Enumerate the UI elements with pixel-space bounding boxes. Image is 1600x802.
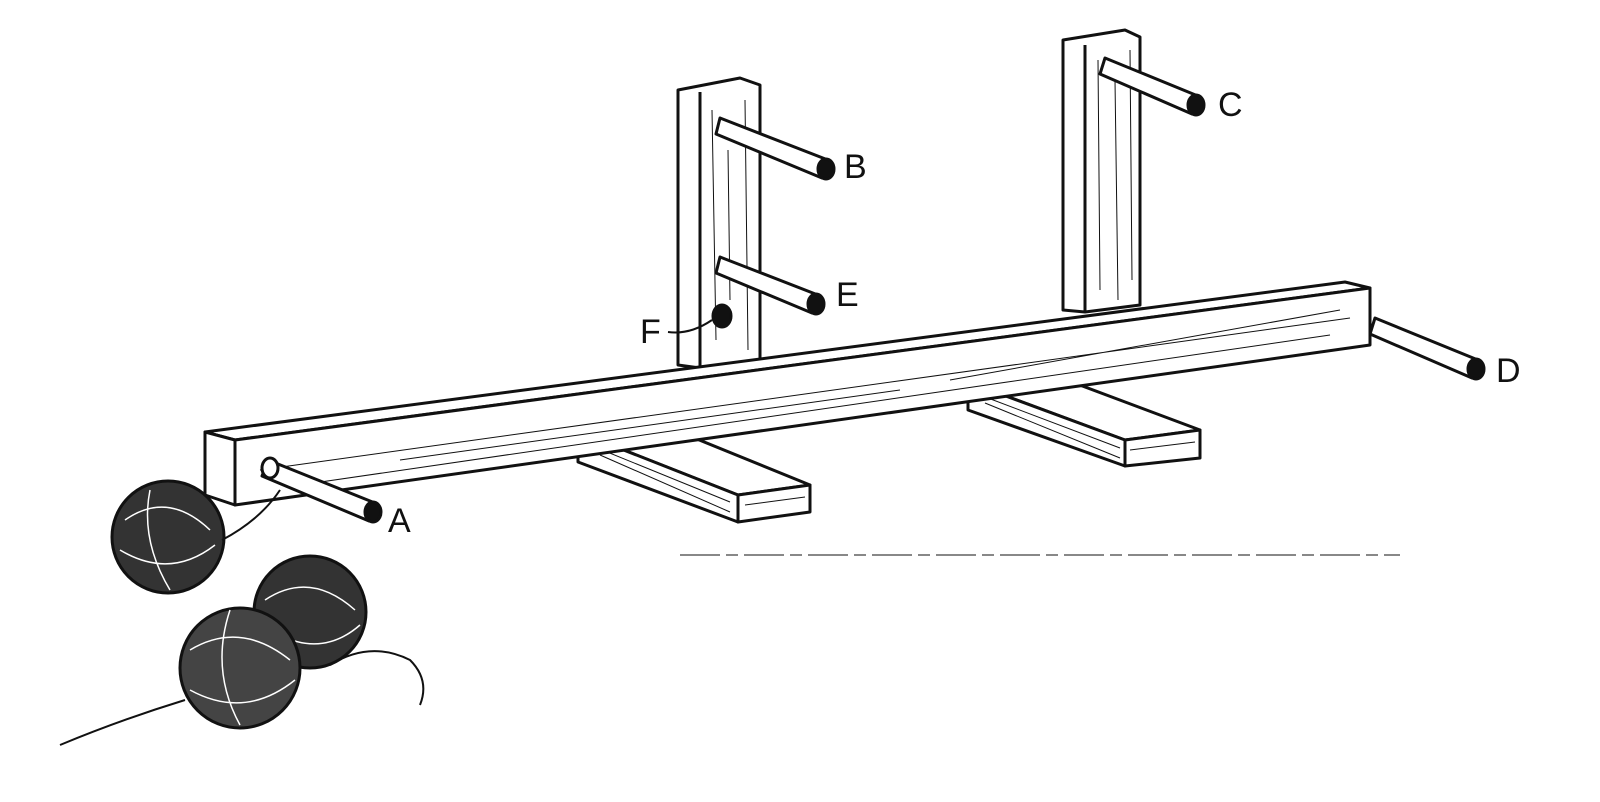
peg-c bbox=[1098, 56, 1206, 117]
peg-e bbox=[714, 255, 826, 316]
label-e: E bbox=[836, 276, 859, 314]
base-beam bbox=[203, 280, 1372, 507]
yarn-balls bbox=[59, 479, 425, 746]
label-c: C bbox=[1218, 86, 1243, 124]
peg-d bbox=[1368, 316, 1486, 381]
label-b: B bbox=[844, 148, 867, 186]
peg-b bbox=[714, 116, 836, 181]
label-d: D bbox=[1496, 352, 1521, 390]
arrow-f bbox=[667, 319, 713, 334]
hole-f bbox=[711, 303, 733, 329]
peg-a bbox=[260, 456, 383, 524]
label-a: A bbox=[388, 502, 411, 540]
label-f: F bbox=[640, 313, 661, 351]
